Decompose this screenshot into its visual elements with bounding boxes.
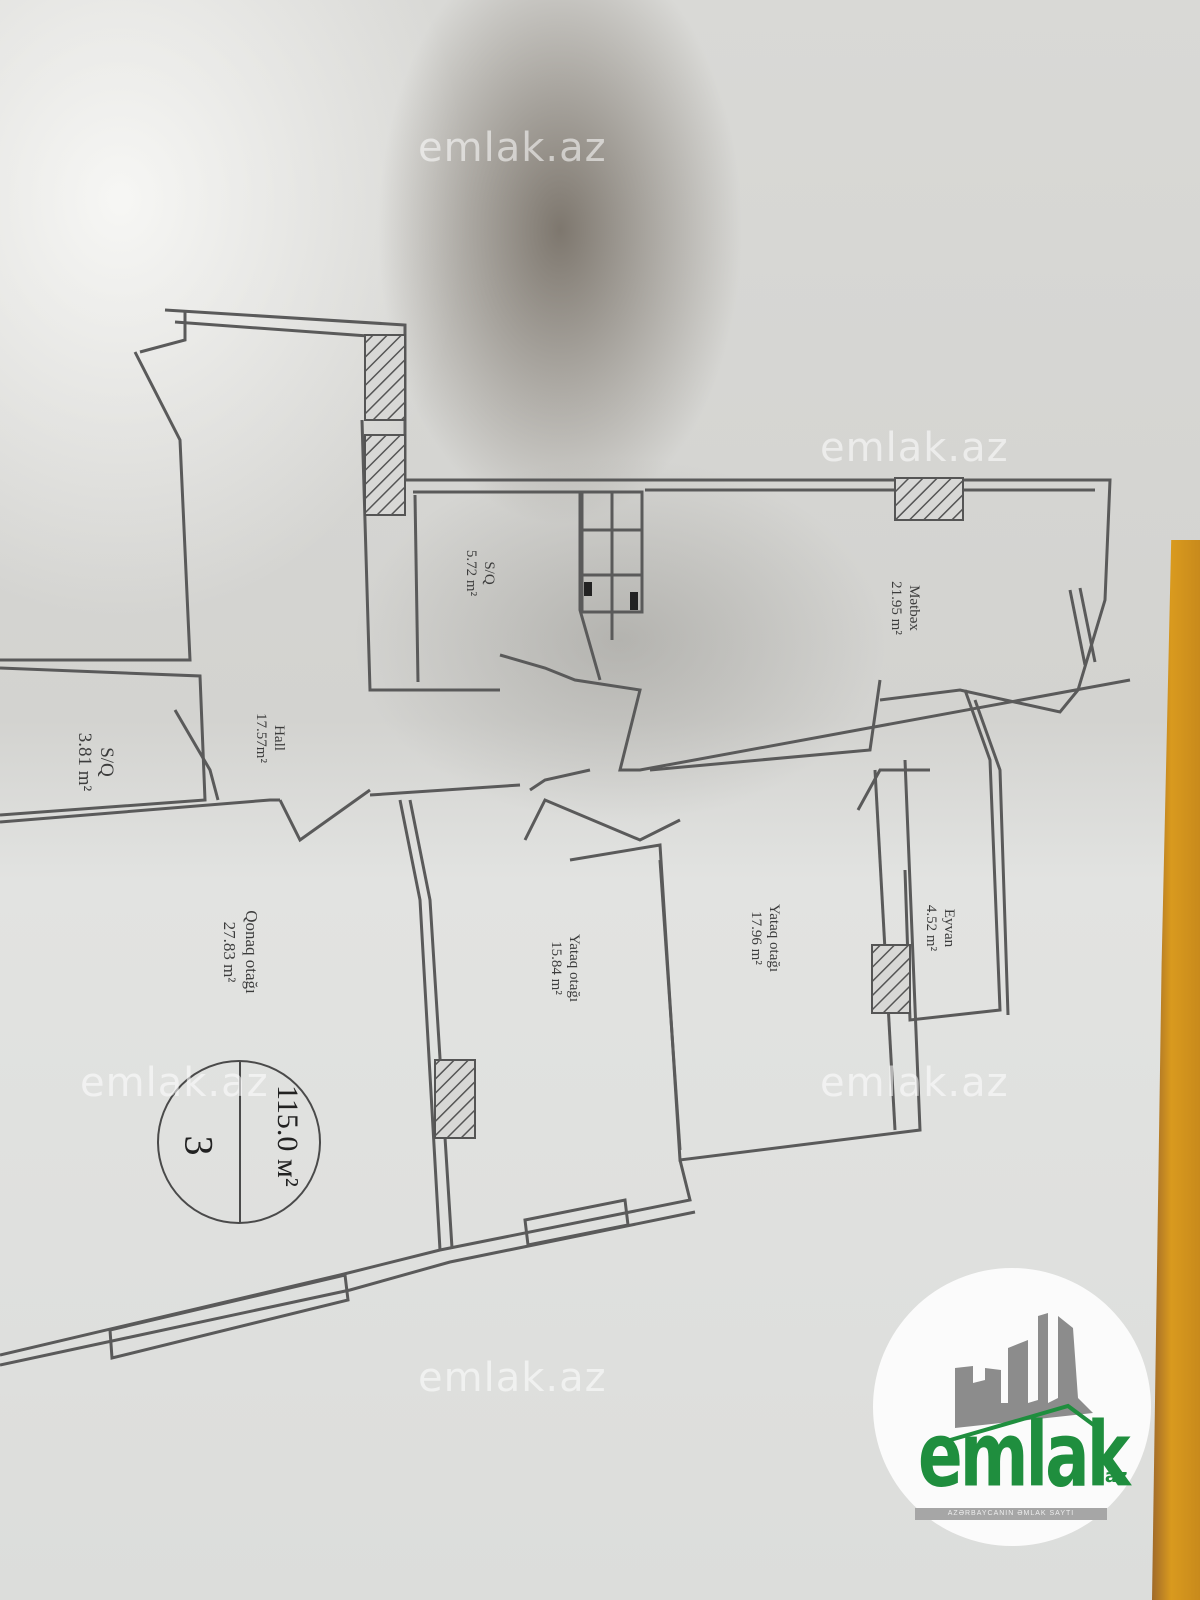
- room-name: Eyvan: [941, 908, 957, 948]
- room-name: Yataq otağı: [566, 933, 582, 1003]
- room-name: Yataq otağı: [766, 903, 782, 973]
- watermark: emlak.az: [418, 1355, 607, 1401]
- room-area: 21.95 m²: [888, 581, 904, 635]
- room-label-hall: Hall 17.57m²: [252, 693, 288, 783]
- logo-tld-text: .az: [1098, 1466, 1128, 1487]
- room-label-bedroom-2: Yataq otağı 17.96 m²: [747, 888, 783, 988]
- room-count: 3: [176, 1135, 222, 1156]
- badge-divider: [239, 1062, 241, 1222]
- apartment-area-badge: 115.0 м² 3: [157, 1060, 321, 1224]
- logo-tagline: AZƏRBAYCANIN ƏMLAK SAYTI: [915, 1508, 1107, 1520]
- room-label-bathroom-1: S/Q 5.72 m²: [462, 533, 498, 613]
- logo-brand-text: emlak: [918, 1403, 1131, 1507]
- watermark: emlak.az: [80, 1060, 269, 1106]
- room-label-bedroom-1: Yataq otağı 15.84 m²: [547, 918, 583, 1018]
- room-area: 15.84 m²: [548, 941, 564, 995]
- room-name: Mətbəx: [906, 585, 922, 631]
- room-area: 17.57m²: [253, 713, 269, 763]
- watermark: emlak.az: [820, 1060, 1009, 1106]
- room-label-balcony: Eyvan 4.52 m²: [922, 893, 958, 963]
- room-area: 3.81 m²: [74, 732, 95, 792]
- total-area: 115.0 м²: [271, 1085, 304, 1187]
- room-name: Hall: [271, 725, 287, 751]
- room-area: 4.52 m²: [923, 904, 939, 952]
- room-name: Qonaq otağı: [242, 910, 261, 994]
- room-area: 5.72 m²: [463, 549, 479, 597]
- room-area: 27.83 m²: [220, 921, 239, 983]
- room-label-bathroom-2: S/Q 3.81 m²: [73, 722, 117, 802]
- emlak-logo: emlak .az AZƏRBAYCANIN ƏMLAK SAYTI: [873, 1268, 1151, 1546]
- room-name: S/Q: [481, 561, 497, 585]
- room-label-living-room: Qonaq otağı 27.83 m²: [218, 897, 262, 1007]
- skyline-icon: [932, 1313, 1097, 1447]
- watermark: emlak.az: [820, 425, 1009, 471]
- room-name: S/Q: [96, 747, 117, 777]
- room-area: 17.96 m²: [748, 911, 764, 965]
- room-label-kitchen: Mətbəx 21.95 m²: [887, 563, 923, 653]
- watermark: emlak.az: [418, 125, 607, 171]
